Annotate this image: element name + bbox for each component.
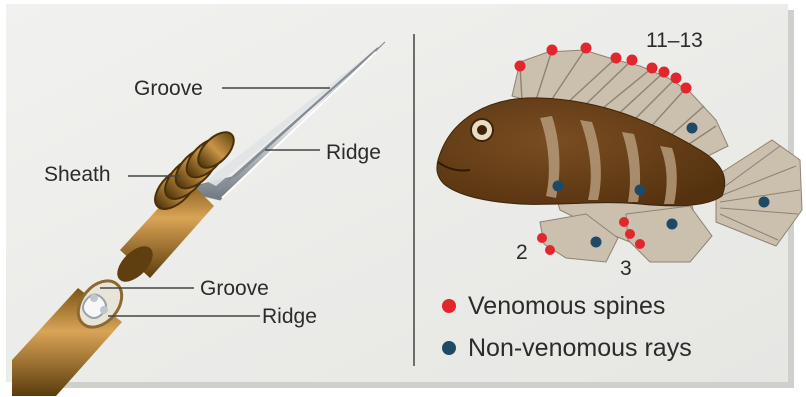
label-ridge-top: Ridge <box>326 142 381 163</box>
label-sheath: Sheath <box>44 164 111 185</box>
label-ridge-bottom: Ridge <box>262 306 317 327</box>
legend-nonvenomous-dot <box>442 341 456 355</box>
legend-venomous-dot <box>442 299 456 313</box>
label-dorsal-spine-count: 11–13 <box>646 30 703 51</box>
label-groove-bottom: Groove <box>200 278 269 299</box>
label-groove-top: Groove <box>134 78 203 99</box>
label-pelvic-spine-count: 2 <box>516 242 528 263</box>
fish-pupil <box>477 125 487 135</box>
cross-section-groove-left <box>90 294 98 302</box>
label-anal-spine-count: 3 <box>620 258 632 279</box>
legend-venomous-label: Venomous spines <box>468 294 665 319</box>
cross-section-groove-right <box>100 306 108 314</box>
legend-nonvenomous-label: Non-venomous rays <box>468 336 692 361</box>
